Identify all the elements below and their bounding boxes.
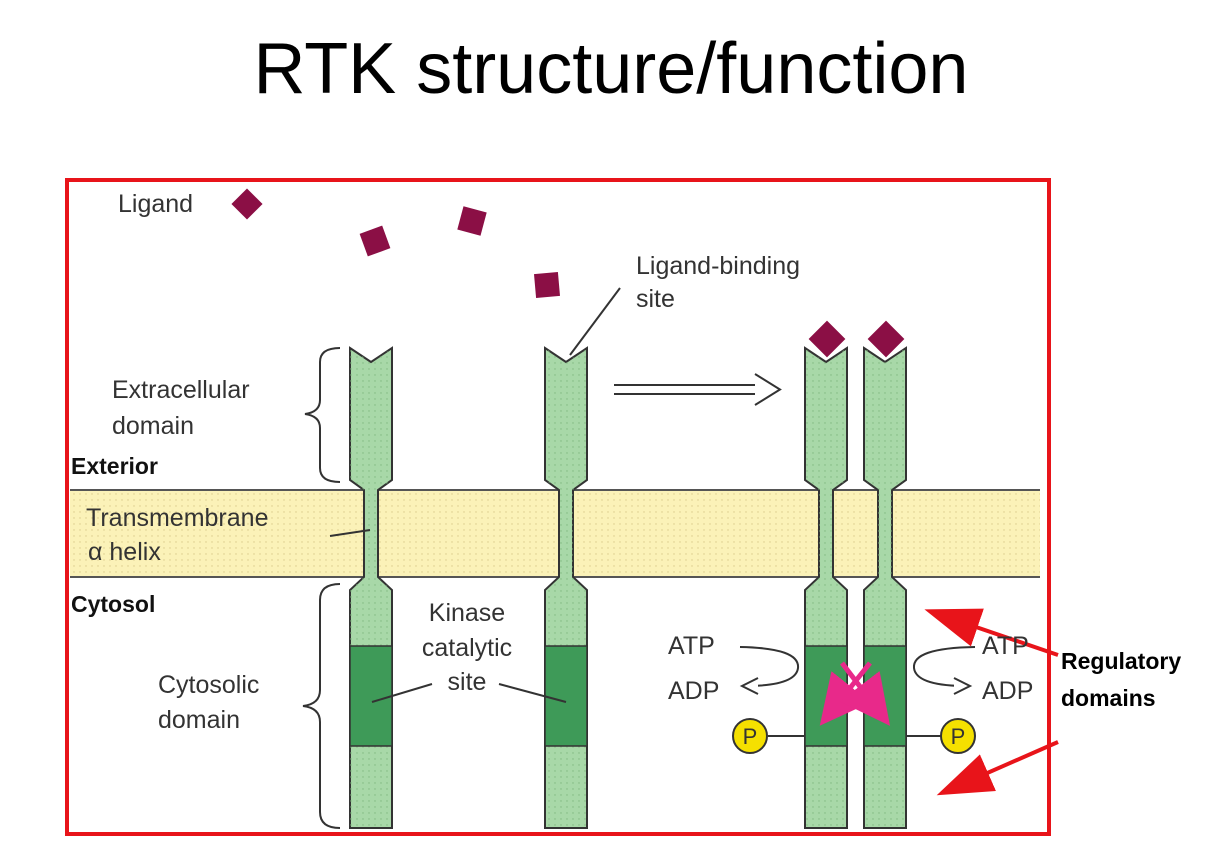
ligand-binding-label-2: site (636, 285, 675, 313)
ligand-binding-label-1: Ligand-binding (636, 252, 800, 280)
regulatory-arrow-top (924, 608, 1059, 657)
ligand-label: Ligand (118, 190, 193, 218)
transmembrane-label-1: Transmembrane (86, 504, 268, 532)
adp-label-right: ADP (982, 677, 1033, 705)
phosphate-label: P (951, 724, 966, 749)
exterior-label: Exterior (71, 453, 158, 479)
regulatory-label-1: Regulatory (1061, 648, 1181, 674)
page-title: RTK structure/function (253, 29, 969, 109)
cytosolic-label-1: Cytosolic (158, 671, 259, 699)
ligand-legend (231, 188, 263, 220)
ligand-bound (808, 320, 846, 358)
ligand-bound (867, 320, 905, 358)
cytosolic-brace (302, 583, 341, 829)
atp-adp-arrow-left (739, 646, 800, 695)
kinase-label-1: Kinase (429, 599, 505, 627)
ligand (359, 225, 391, 257)
receptor-dimer-right (863, 346, 907, 829)
adp-label-left: ADP (668, 677, 719, 705)
ligand-binding-pointer (569, 287, 621, 356)
kinase-domain (349, 645, 393, 747)
receptor-dimer-left (804, 346, 848, 829)
dimerization-arrow (614, 373, 782, 406)
atp-adp-arrow-right (912, 646, 976, 695)
phosphate-left: P (732, 718, 805, 754)
extracellular-brace (304, 347, 341, 483)
phosphate-label: P (743, 724, 758, 749)
extracellular-label-2: domain (112, 412, 194, 440)
kinase-pointer-left (371, 683, 433, 703)
receptor-monomer-1 (349, 346, 393, 829)
transmembrane-pointer (329, 529, 371, 537)
atp-label-right: ATP (982, 632, 1029, 660)
regulatory-arrow-bottom (936, 740, 1059, 796)
extracellular-label-1: Extracellular (112, 376, 250, 404)
cytosol-label: Cytosol (71, 591, 155, 617)
kinase-pointer-right (498, 683, 567, 703)
ligand (457, 206, 487, 236)
ligand (533, 271, 561, 299)
receptor-monomer-2 (544, 346, 588, 829)
phosphate-right: P (906, 718, 976, 754)
transmembrane-label-2: α helix (88, 538, 161, 566)
atp-label-left: ATP (668, 632, 715, 660)
kinase-domain (544, 645, 588, 747)
cytosolic-label-2: domain (158, 706, 240, 734)
regulatory-label-2: domains (1061, 685, 1156, 711)
kinase-label-2: catalytic (422, 634, 512, 662)
cross-phosphorylation-arrows (819, 661, 891, 726)
kinase-label-3: site (448, 668, 487, 696)
